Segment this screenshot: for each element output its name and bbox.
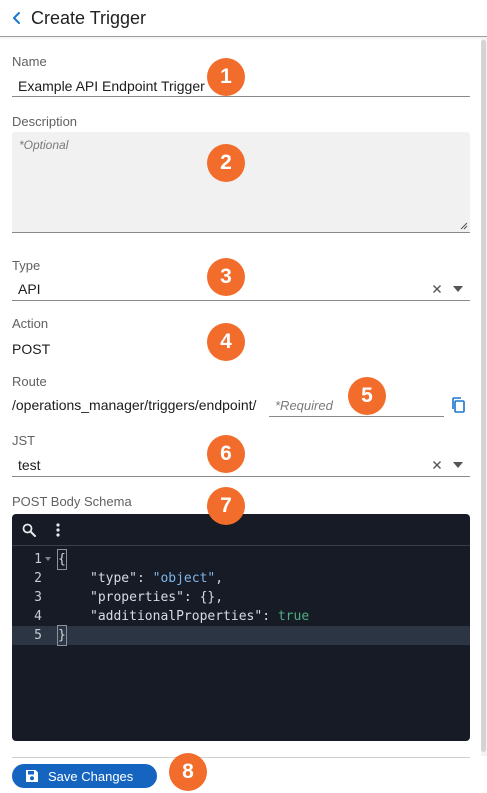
route-input[interactable]: *Required xyxy=(275,398,333,413)
fold-caret-icon[interactable] xyxy=(45,557,51,561)
json-value: "object" xyxy=(152,571,216,586)
code-text: "properties": {}, xyxy=(90,588,223,607)
annotation-badge: 8 xyxy=(169,753,207,791)
json-key: "additionalProperties" xyxy=(90,609,263,624)
jst-underline xyxy=(12,476,470,477)
route-underline xyxy=(269,416,444,417)
more-vertical-icon[interactable] xyxy=(56,523,60,537)
json-tail: , xyxy=(215,571,224,586)
description-label: Description xyxy=(12,114,78,129)
route-label: Route xyxy=(12,374,47,389)
type-underline xyxy=(12,300,470,301)
footer-divider xyxy=(12,757,470,758)
search-icon[interactable] xyxy=(22,523,36,537)
name-underline xyxy=(12,96,470,97)
code-line[interactable]: 2 "type": "object", xyxy=(12,569,470,588)
action-label: Action xyxy=(12,316,49,331)
json-sep: : xyxy=(183,590,200,605)
annotation-badge: 4 xyxy=(207,323,245,361)
scrollbar-thumb[interactable] xyxy=(481,40,486,752)
code-line[interactable]: 4 "additionalProperties": true xyxy=(12,607,470,626)
code-line[interactable]: 1 { xyxy=(12,549,470,570)
annotation-badge: 3 xyxy=(207,258,245,296)
annotation-badge: 7 xyxy=(207,487,245,525)
type-select-value[interactable]: API xyxy=(18,281,41,297)
code-line-active[interactable]: 5 } xyxy=(12,625,470,646)
code-editor[interactable]: 1 { 2 "type": "object", 3 "properties": … xyxy=(12,514,470,741)
action-value: POST xyxy=(12,341,51,357)
save-icon xyxy=(26,770,38,782)
chevron-left-icon[interactable] xyxy=(10,10,24,26)
annotation-badge: 5 xyxy=(348,377,386,415)
resize-handle-icon[interactable] xyxy=(460,222,468,230)
json-value: {} xyxy=(199,590,216,605)
annotation-badge: 1 xyxy=(207,58,245,96)
json-value: true xyxy=(277,609,310,624)
line-number: 3 xyxy=(34,590,42,605)
annotation-badge: 6 xyxy=(207,435,245,473)
description-placeholder: *Optional xyxy=(19,138,69,152)
name-input[interactable]: Example API Endpoint Trigger xyxy=(18,78,205,94)
code-text: { xyxy=(57,549,67,570)
page-title: Create Trigger xyxy=(31,8,147,28)
save-button-label: Save Changes xyxy=(48,768,134,784)
description-textarea[interactable]: *Optional xyxy=(12,132,470,233)
clear-icon[interactable] xyxy=(432,460,442,470)
code-text: "additionalProperties": true xyxy=(90,607,309,626)
json-tail: , xyxy=(215,590,224,605)
editor-toolbar xyxy=(12,514,470,546)
name-label: Name xyxy=(12,54,47,69)
code-text: "type": "object", xyxy=(90,569,223,588)
code-line[interactable]: 3 "properties": {}, xyxy=(12,588,470,607)
line-number: 5 xyxy=(34,628,42,643)
app-header: Create Trigger xyxy=(0,0,487,37)
code-text: } xyxy=(57,625,67,646)
schema-label: POST Body Schema xyxy=(12,494,132,509)
save-changes-button[interactable]: Save Changes xyxy=(12,764,157,788)
json-sep: : xyxy=(136,571,153,586)
type-label: Type xyxy=(12,258,41,273)
line-number: 1 xyxy=(34,552,42,567)
chevron-down-icon[interactable] xyxy=(453,286,463,292)
line-number: 4 xyxy=(34,609,42,624)
clear-icon[interactable] xyxy=(432,284,442,294)
line-number: 2 xyxy=(34,571,42,586)
annotation-badge: 2 xyxy=(207,144,245,182)
jst-label: JST xyxy=(12,433,36,448)
json-sep: : xyxy=(262,609,278,624)
chevron-down-icon[interactable] xyxy=(453,462,463,468)
json-key: "properties" xyxy=(90,590,184,605)
copy-icon[interactable] xyxy=(450,396,466,414)
route-prefix: /operations_manager/triggers/endpoint/ xyxy=(12,397,257,413)
json-key: "type" xyxy=(90,571,137,586)
jst-select-value[interactable]: test xyxy=(18,457,41,473)
